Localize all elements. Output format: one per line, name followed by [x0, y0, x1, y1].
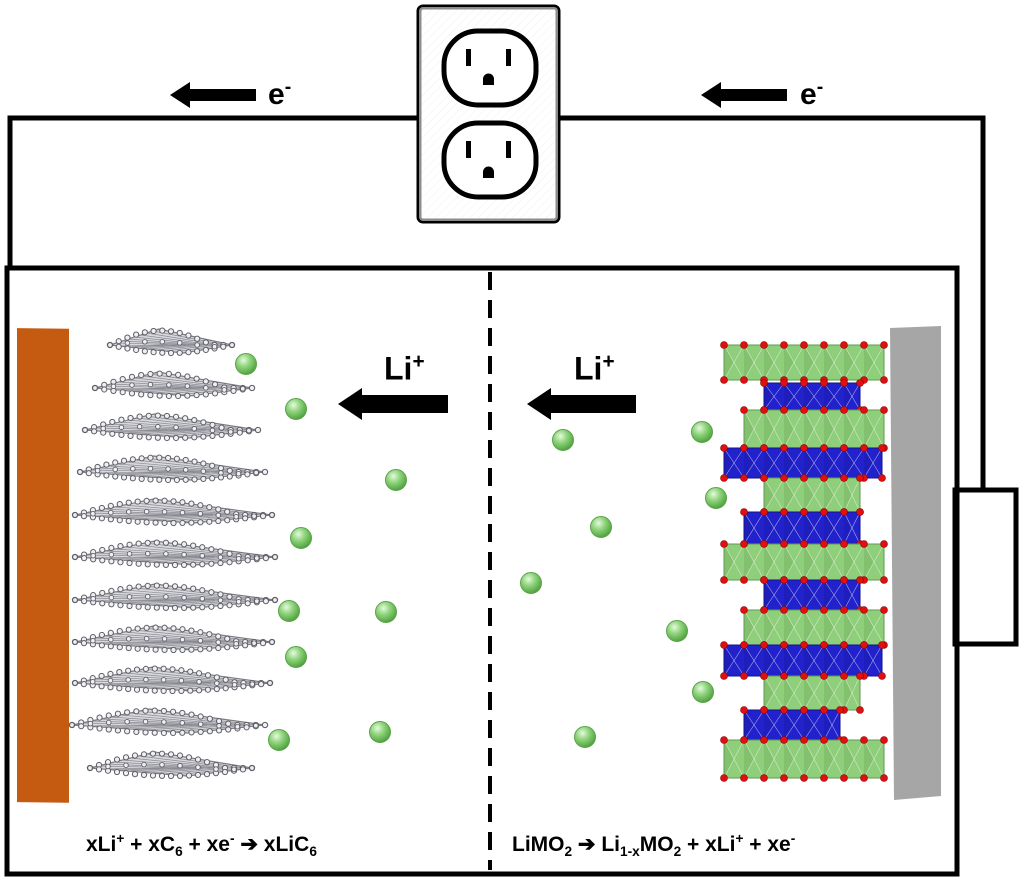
equation-segment: + xe [182, 833, 230, 856]
ion-arrow-cathode-side [527, 388, 636, 420]
ion-arrow-anode-side [338, 388, 448, 420]
metal-octahedra-layer [760, 576, 864, 614]
electron-label-base: e [800, 78, 817, 111]
lithium-ion [285, 646, 307, 668]
anode-reaction-equation: xLi+ + xC6 + xe- ➔ xLiC6 [86, 832, 317, 859]
outlet-socket-bottom [441, 120, 539, 200]
graphite-sheet [68, 707, 269, 737]
lithium-ion [552, 429, 574, 451]
lithium-ion [375, 601, 397, 623]
electrical-outlet-icon [416, 4, 561, 224]
outlet-socket-top [441, 28, 539, 108]
li-octahedra-layer [760, 672, 864, 714]
li-octahedra-layer [720, 341, 888, 384]
battery-casing [4, 265, 960, 877]
equation-segment: + xLi [681, 833, 736, 856]
lithium-ion [385, 469, 407, 491]
circuit-wire [7, 115, 986, 490]
equation-segment: + [735, 831, 744, 846]
equation-segment: 2 [673, 844, 682, 860]
equation-segment: + [116, 831, 125, 846]
graphite-sheet [106, 327, 236, 357]
li-octahedra-layer [760, 474, 864, 516]
equation-segment: 6 [175, 844, 183, 860]
li-octahedra-layer [720, 540, 888, 584]
graphite-sheet [81, 412, 262, 442]
equation-segment: 6 [309, 844, 317, 860]
graphite-sheet [71, 665, 274, 695]
li-octahedra-layer [740, 606, 888, 649]
lithium-ion [235, 353, 257, 375]
layered-metal-oxide [720, 341, 888, 782]
equation-segment: + xe [743, 833, 791, 856]
graphite-layers [68, 327, 279, 780]
equation-segment: MO [639, 833, 674, 856]
lithium-ion [590, 516, 612, 538]
copper-current-collector [17, 328, 69, 803]
electron-label-left: e- [268, 76, 292, 111]
graphite-sheet [76, 454, 269, 484]
graphite-sheet [71, 539, 279, 569]
lithium-ion [574, 726, 596, 748]
equation-segment: 1-x [620, 844, 640, 860]
graphite-sheet [71, 582, 279, 612]
graphite-sheet [71, 624, 276, 654]
cathode-reaction-equation: LiMO2 ➔ Li1-xMO2 + xLi+ + xe- [512, 832, 795, 859]
lithium-ion [268, 729, 290, 751]
electron-label-base: e [268, 78, 285, 111]
equation-segment: ➔ xLiC [234, 833, 310, 856]
electron-label-sup: - [816, 76, 824, 98]
electron-label-right: e- [800, 76, 824, 111]
equation-segment: ➔ Li [572, 833, 621, 856]
graphite-sheet [86, 750, 256, 780]
ion-label-sup: + [602, 350, 615, 373]
li-octahedra-layer [720, 736, 888, 782]
lithium-ion [692, 681, 714, 703]
ion-label-base: Li [384, 350, 413, 387]
lithium-ion [290, 527, 312, 549]
lithium-ion [278, 600, 300, 622]
ion-label-base: Li [574, 350, 603, 387]
lithium-ion [691, 421, 713, 443]
lithium-ion [520, 572, 542, 594]
lithium-ion [369, 721, 391, 743]
equation-segment: + xC [124, 833, 176, 856]
equation-segment: 2 [564, 844, 573, 860]
graphite-sheet [91, 370, 256, 400]
ion-label-anode-side: Li+ [384, 350, 425, 387]
equation-segment: - [229, 831, 235, 846]
electron-label-sup: - [284, 76, 292, 98]
ion-label-sup: + [412, 350, 425, 373]
metal-octahedra-layer [740, 706, 844, 744]
ion-label-cathode-side: Li+ [574, 350, 615, 387]
equation-segment: LiMO [512, 833, 565, 856]
equation-segment: - [790, 831, 796, 846]
electron-arrow-right [701, 82, 787, 108]
equation-segment: xLi [86, 833, 117, 856]
aluminum-current-collector [890, 326, 941, 800]
graphite-sheet [71, 497, 276, 527]
lithium-ion [666, 620, 688, 642]
lithium-ion [285, 398, 307, 420]
battery-terminal [952, 487, 1019, 647]
lithium-ions [235, 353, 727, 751]
electron-arrow-left [170, 82, 256, 108]
metal-octahedra-layer [760, 379, 864, 414]
lithium-ion [705, 487, 727, 509]
metal-octahedra-layer [720, 444, 886, 482]
